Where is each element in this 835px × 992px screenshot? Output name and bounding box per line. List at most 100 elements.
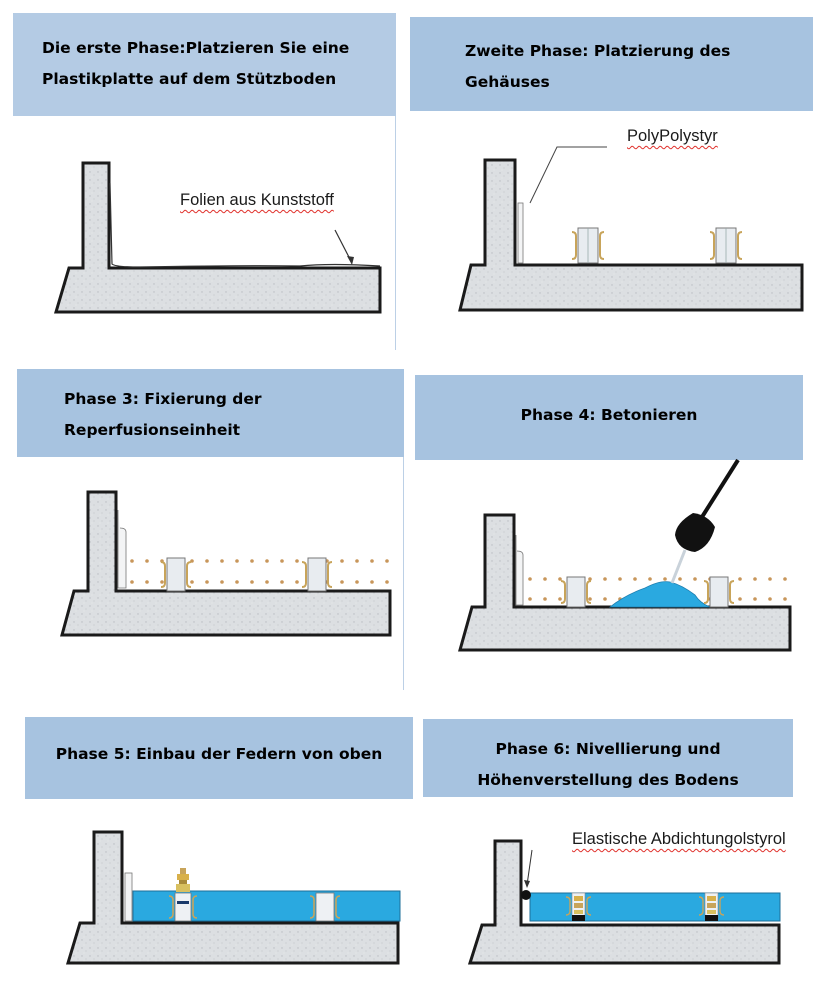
rebar-dot: [250, 580, 254, 584]
polystyrene-strip: [117, 510, 127, 589]
annotation-elastic-seal: Elastische Abdichtungolstyrol: [572, 830, 786, 848]
rebar-dot: [588, 577, 592, 581]
phase-5-diagram: [65, 830, 401, 965]
rebar-dot: [265, 580, 269, 584]
rebar-dot: [783, 577, 787, 581]
rebar-dot: [220, 580, 224, 584]
concrete-foundation: [458, 513, 792, 652]
phase-2-title-line-1: Zweite Phase: Platzierung des: [465, 42, 731, 60]
rebar-dot: [280, 580, 284, 584]
annotation-arrow: [526, 849, 533, 886]
rebar-dot: [633, 577, 637, 581]
plastic-film: [109, 182, 381, 268]
rebar-dot: [768, 577, 772, 581]
rebar-dot: [753, 577, 757, 581]
phase-1-diagram: [53, 161, 382, 314]
rebar-dot: [663, 577, 667, 581]
rebar-dot: [250, 559, 254, 563]
rebar-dot: [543, 597, 547, 601]
rebar-dot: [648, 577, 652, 581]
spring-housing: [560, 576, 592, 608]
concrete-stream: [670, 549, 687, 584]
rebar-dot: [768, 597, 772, 601]
spring-icon: [176, 868, 190, 892]
rebar-dot: [295, 559, 299, 563]
elastic-seal-icon: [521, 890, 531, 900]
phase-2-header: Zweite Phase: Platzierung des Gehäuses: [410, 17, 813, 111]
polystyrene-strip: [515, 535, 524, 606]
phase-3-diagram: [60, 490, 392, 637]
arrow-head: [524, 880, 530, 888]
annotation-plastic-film: Folien aus Kunststoff: [180, 191, 334, 209]
rebar-dot: [588, 597, 592, 601]
rebar-dot: [753, 597, 757, 601]
spring-housing: [301, 557, 333, 592]
phase-6-header: Phase 6: Nivellierung und Höhenverstellu…: [423, 719, 793, 797]
rebar-dot: [385, 580, 389, 584]
phase-2-title-line-2: Gehäuses: [465, 73, 550, 91]
spring-housing: [571, 227, 605, 264]
rebar-dot: [558, 577, 562, 581]
rebar-dot: [738, 577, 742, 581]
rebar-dot: [205, 580, 209, 584]
spring-housing: [309, 892, 341, 922]
spring-housing: [703, 576, 735, 608]
concrete-foundation: [467, 839, 781, 965]
divider-line: [403, 455, 404, 690]
phase-3-title-line-1: Phase 3: Fixierung der: [64, 390, 262, 408]
rebar-dot: [235, 580, 239, 584]
rebar-dot: [160, 580, 164, 584]
rebar-dot: [618, 577, 622, 581]
rebar-dot: [340, 559, 344, 563]
phase-4-title-line-1: Phase 4: Betonieren: [520, 406, 698, 424]
rebar-dot: [190, 559, 194, 563]
annotation-polystyrene: PolyPolystyr: [627, 127, 718, 145]
phase-1-title-line-1: Die erste Phase:Platzieren Sie eine: [42, 33, 396, 64]
poured-concrete: [608, 581, 711, 608]
spring-housing: [709, 227, 743, 264]
rebar-dot: [265, 559, 269, 563]
phase-4-header: Phase 4: Betonieren: [415, 375, 803, 460]
phase-5-title-line-1: Phase 5: Einbau der Federn von oben: [55, 745, 383, 763]
rebar-dot: [738, 597, 742, 601]
rebar-dot: [190, 580, 194, 584]
spring-icon: [698, 892, 725, 921]
rebar-dot: [678, 577, 682, 581]
rebar-dot: [528, 597, 532, 601]
rebar-dot: [355, 580, 359, 584]
rebar-dot: [130, 559, 134, 563]
concrete-foundation: [65, 830, 400, 965]
phase-3-header: Phase 3: Fixierung der Reperfusionseinhe…: [17, 369, 404, 457]
rebar-dot: [205, 559, 209, 563]
phase-6-diagram: [467, 839, 781, 965]
rebar-dot: [693, 577, 697, 581]
rebar-dot: [385, 559, 389, 563]
spring-housing-open: [168, 892, 198, 922]
phase-1-title-text-1: Die erste Phase:Platzieren Sie eine: [42, 39, 350, 57]
rebar-dot: [370, 559, 374, 563]
floating-floor-slab: [529, 892, 781, 922]
rebar-dot: [295, 580, 299, 584]
annotation-leader: [529, 146, 607, 204]
rebar-dot: [603, 597, 607, 601]
phase-1-title-line-2: Plastikplatte auf dem Stützboden: [42, 70, 337, 88]
phase-6-title-line-2: Höhenverstellung des Bodens: [477, 771, 739, 789]
phase-2-diagram: [458, 146, 804, 312]
phase-1-header: Die erste Phase:Platzieren Sie eine Plas…: [13, 13, 396, 116]
arrow-head: [347, 256, 354, 265]
rebar-dot: [528, 577, 532, 581]
spring-housing: [160, 557, 192, 592]
rebar-dot: [558, 597, 562, 601]
rebar-dot: [340, 580, 344, 584]
rebar-dot: [145, 559, 149, 563]
phase-3-title-line-2: Reperfusionseinheit: [64, 421, 241, 439]
rebar-dot: [235, 559, 239, 563]
concrete-foundation: [53, 161, 382, 314]
rebar-dot: [603, 577, 607, 581]
rebar-dot: [370, 580, 374, 584]
rebar-dot: [543, 577, 547, 581]
rebar-dot: [280, 559, 284, 563]
concrete-foundation: [458, 158, 804, 312]
rebar-dot: [130, 580, 134, 584]
polystyrene-strip: [124, 872, 133, 922]
